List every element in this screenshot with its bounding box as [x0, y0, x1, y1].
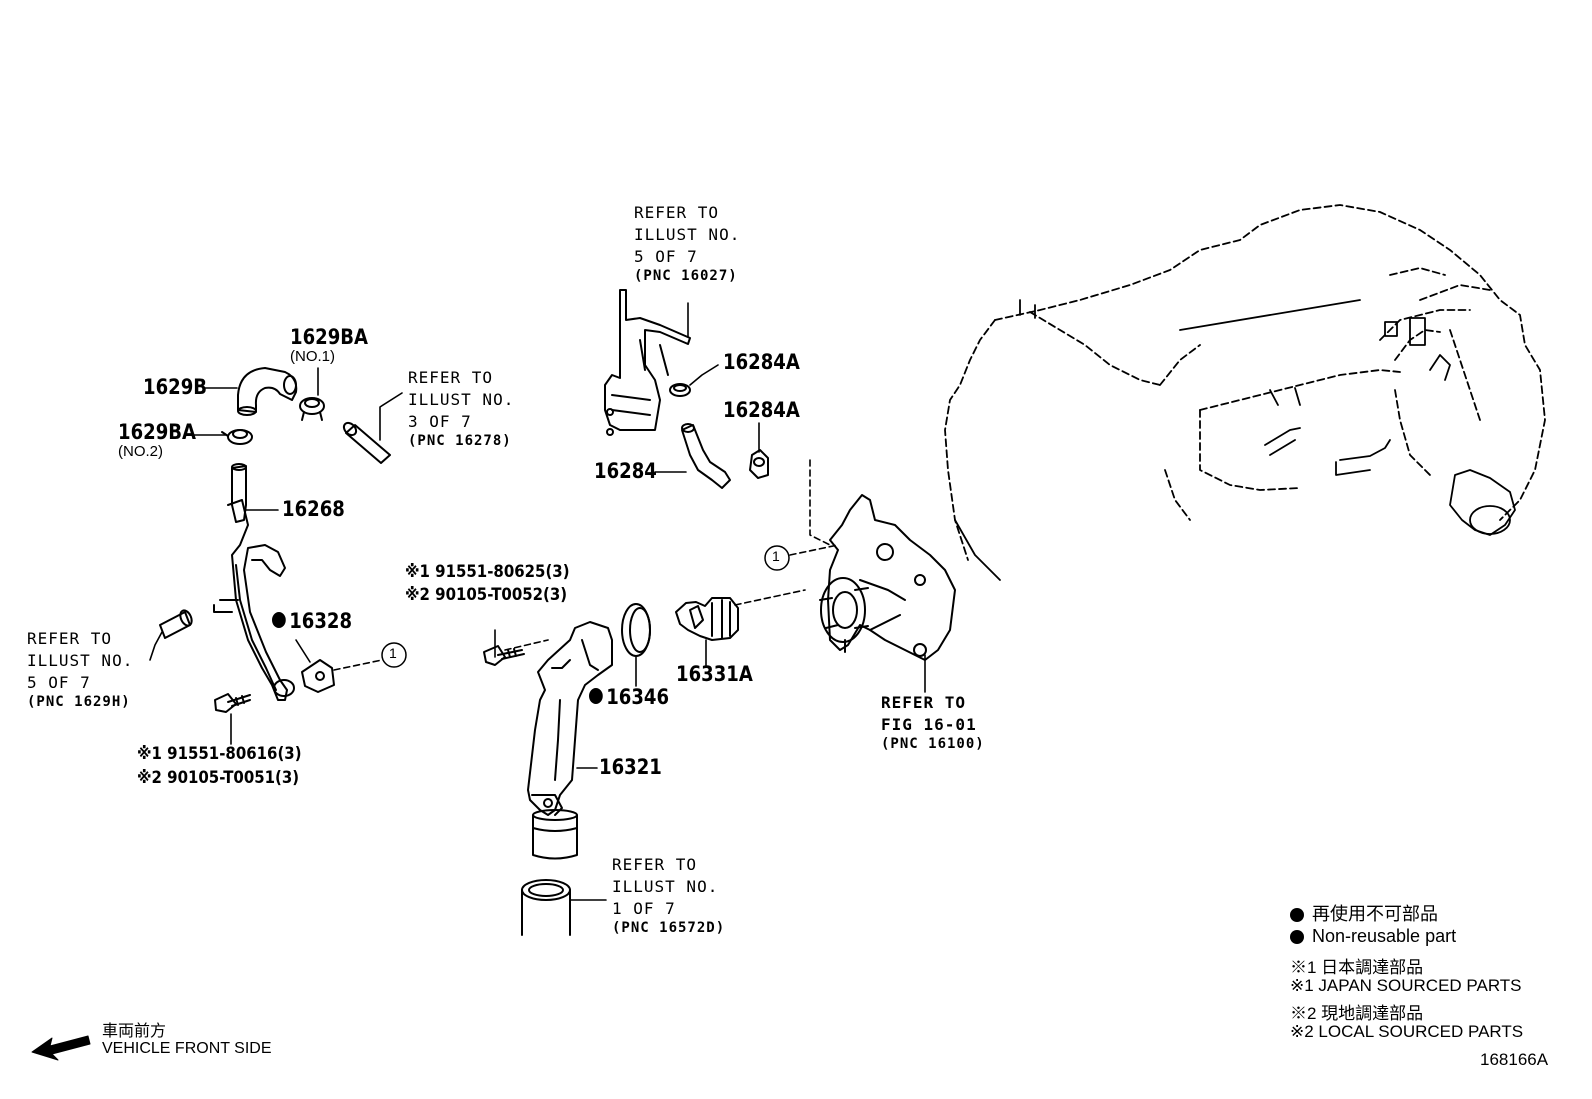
refer-line: ILLUST NO.: [408, 390, 515, 409]
refer-pnc: (PNC 16100): [881, 736, 985, 752]
part-label-1629BA-no1: 1629BA: [290, 325, 369, 349]
legend-local-sourced-en: ※2 LOCAL SOURCED PARTS: [1290, 1022, 1524, 1041]
clamp-no1-drawing: [300, 398, 324, 420]
thermostat-16331A-drawing: [676, 598, 738, 640]
non-reusable-dot-icon: [589, 688, 603, 704]
part-16328-drawing: [302, 660, 334, 692]
legend-text: Non-reusable part: [1312, 926, 1457, 946]
part-sublabel-no2: (NO.2): [118, 443, 163, 460]
engine-block-outline: [945, 205, 1545, 560]
clamp-no2-drawing: [222, 430, 252, 444]
part-label-1629BA-no2: 1629BA: [118, 420, 197, 444]
legend-local-sourced-jp: ※2 現地調達部品: [1290, 1004, 1424, 1023]
refer-line: REFER TO: [27, 629, 113, 648]
refer-pnc: (PNC 16278): [408, 433, 512, 449]
part-label-16321: 16321: [599, 755, 662, 779]
refer-line: REFER TO: [408, 368, 494, 387]
non-reusable-dot-icon: [1290, 908, 1304, 923]
engine-block-solid: [955, 300, 1515, 580]
refer-note-16027: REFER TO ILLUST NO. 5 OF 7 (PNC 16027): [634, 202, 740, 284]
legend-japan-sourced-jp: ※1 日本調達部品: [1290, 958, 1424, 977]
part-sublabel-no1: (NO.1): [290, 348, 335, 365]
hose-ref-16278-drawing: [342, 421, 390, 463]
hose-16284-drawing: [682, 424, 730, 488]
legend-nonreusable-jp: 再使用不可部品: [1290, 900, 1438, 926]
part-label-16331A: 16331A: [676, 662, 753, 686]
callout-number-left: 1: [389, 645, 397, 661]
refer-pnc: (PNC 16027): [634, 268, 738, 284]
hose-ref-1629H-drawing: [160, 609, 194, 638]
hose-1629B-drawing: [238, 368, 296, 415]
clamp-16284A-lower-drawing: [750, 450, 768, 478]
legend-text: 再使用不可部品: [1312, 904, 1438, 924]
refer-line: 5 OF 7: [634, 247, 698, 266]
vehicle-front-jp: 車両前方: [102, 1023, 167, 1040]
part-label-16284A-lower: 16284A: [723, 398, 800, 422]
non-reusable-dot-icon: [272, 612, 286, 628]
callout-circle-right: [765, 546, 789, 570]
part-label-16328: 16328: [272, 609, 352, 633]
bolt-left-drawing: [215, 694, 250, 712]
refer-line: FIG 16-01: [881, 715, 977, 734]
std-part-bolt1-japan: ※1 91551-80616(3): [137, 744, 302, 764]
part-label-16268: 16268: [282, 497, 345, 521]
refer-line: REFER TO: [634, 203, 720, 222]
water-outlet-16321-drawing: [528, 622, 612, 859]
refer-line: 1 OF 7: [612, 899, 676, 918]
callout-circle-left: [382, 643, 406, 667]
refer-line: ILLUST NO.: [634, 225, 741, 244]
clamp-16284A-upper-drawing: [670, 384, 690, 396]
bypass-pipe-16268-drawing: [214, 464, 294, 700]
gasket-16346-drawing: [622, 604, 650, 656]
refer-pnc: (PNC 1629H): [27, 694, 131, 710]
part-label-16346-text: 16346: [606, 685, 670, 709]
refer-line: REFER TO: [612, 855, 698, 874]
refer-line: 5 OF 7: [27, 673, 91, 692]
refer-note-16100: REFER TO FIG 16-01 (PNC 16100): [881, 692, 985, 752]
refer-line: ILLUST NO.: [612, 877, 719, 896]
pipe-ref-16572D-drawing: [522, 880, 570, 935]
legend-japan-sourced-en: ※1 JAPAN SOURCED PARTS: [1290, 976, 1522, 995]
leader-lines: [150, 303, 925, 900]
callout-leaders: [334, 460, 838, 670]
part-label-1629B: 1629B: [143, 375, 208, 399]
vehicle-front-en: VEHICLE FRONT SIDE: [102, 1040, 272, 1057]
refer-note-16278: REFER TO ILLUST NO. 3 OF 7 (PNC 16278): [408, 367, 514, 449]
water-pump-drawing: [820, 495, 955, 660]
refer-note-1629H: REFER TO ILLUST NO. 5 OF 7 (PNC 1629H): [27, 628, 133, 710]
refer-line: 3 OF 7: [408, 412, 472, 431]
refer-line: REFER TO: [881, 693, 967, 712]
illustration-id: 168166A: [1480, 1050, 1549, 1069]
vehicle-front-arrow-icon: [32, 1036, 90, 1060]
bolt-middle-drawing: [484, 646, 524, 665]
part-label-16328-text: 16328: [289, 609, 353, 633]
std-part-bolt2-local: ※2 90105-T0052(3): [405, 585, 568, 605]
callout-number-right: 1: [772, 548, 780, 564]
std-part-bolt1-local: ※2 90105-T0051(3): [137, 768, 300, 788]
part-label-16284A-upper: 16284A: [723, 350, 800, 374]
part-label-16284: 16284: [594, 459, 657, 483]
pipe-ref-16027-drawing: [605, 290, 690, 435]
non-reusable-dot-icon: [1290, 930, 1304, 945]
refer-pnc: (PNC 16572D): [612, 920, 726, 936]
part-label-16346: 16346: [589, 685, 669, 709]
legend-nonreusable-en: Non-reusable part: [1290, 926, 1456, 947]
refer-note-16572D: REFER TO ILLUST NO. 1 OF 7 (PNC 16572D): [612, 854, 725, 936]
std-part-bolt2-japan: ※1 91551-80625(3): [405, 562, 570, 582]
refer-line: ILLUST NO.: [27, 651, 134, 670]
